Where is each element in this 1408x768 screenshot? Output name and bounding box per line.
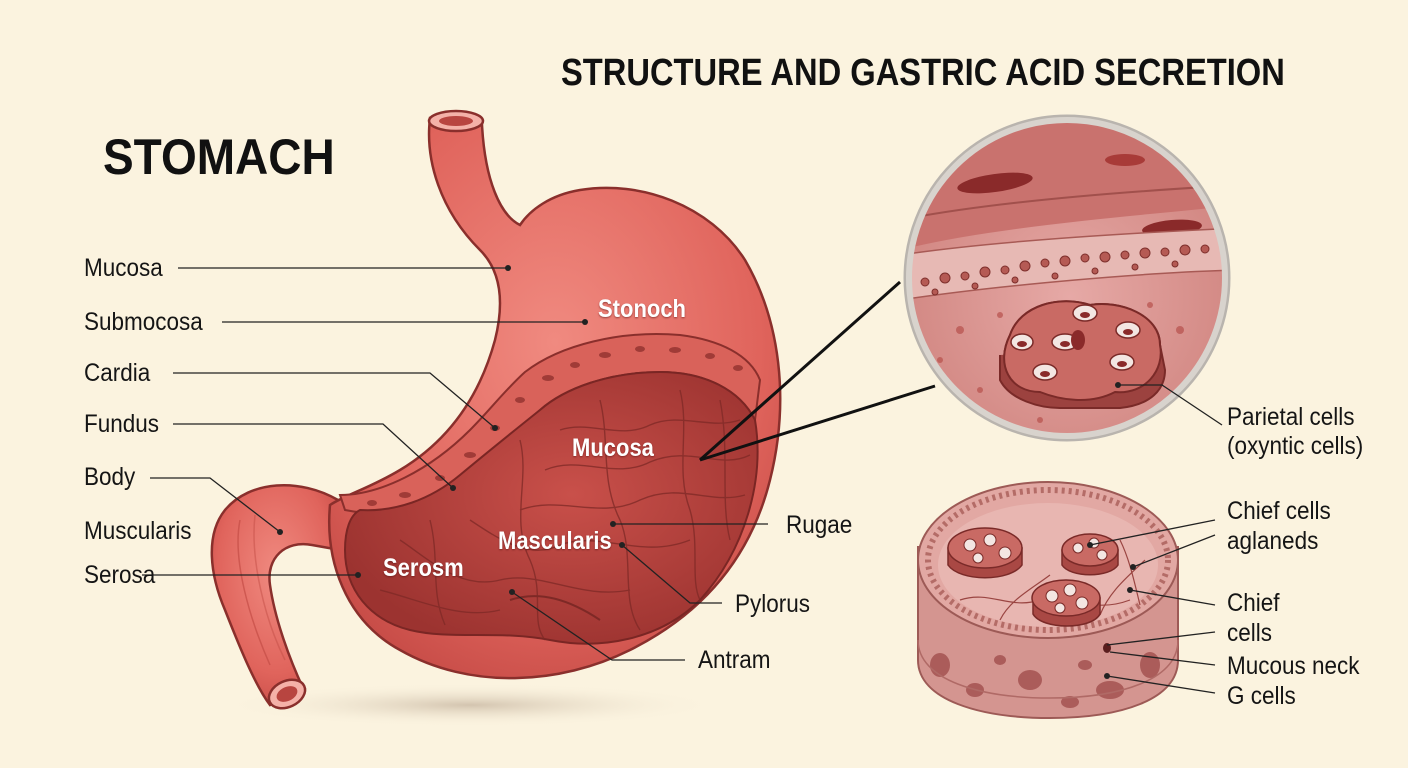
mucosa-cavity xyxy=(343,370,759,645)
label-rugae: Rugae xyxy=(786,511,853,539)
parietal-leader xyxy=(1118,384,1223,426)
label-cardia: Cardia xyxy=(84,359,151,387)
inner-label-serosm: Serosm xyxy=(383,554,464,582)
inner-label-mascularis: Mascularis xyxy=(498,527,612,555)
label-antram: Antram xyxy=(698,646,771,674)
cylinder-leaders xyxy=(1089,519,1216,694)
label-chief: Chief xyxy=(1227,589,1280,617)
page-subtitle: STRUCTURE AND GASTRIC ACID SECRETION xyxy=(561,52,1285,94)
label-fundus: Fundus xyxy=(84,410,160,438)
magnifier xyxy=(903,114,1231,442)
label-submocosa: Submocosa xyxy=(84,308,203,336)
label-oxyntic-cells: (oxyntic cells) xyxy=(1227,432,1364,460)
inner-label-stonoch: Stonoch xyxy=(598,295,686,323)
submucosa-cells xyxy=(367,346,743,506)
label-pylorus: Pylorus xyxy=(735,590,811,618)
label-muscularis: Muscularis xyxy=(84,517,192,545)
leader-lines xyxy=(142,267,768,661)
label-aglaneds: aglaneds xyxy=(1227,527,1319,555)
tissue-cylinder xyxy=(917,481,1179,720)
duodenum xyxy=(210,484,342,707)
floor-shadow xyxy=(220,683,720,727)
label-serosa: Serosa xyxy=(84,561,156,589)
label-chief-cells: Chief cells xyxy=(1227,497,1331,525)
label-body: Body xyxy=(84,463,136,491)
label-g-cells: G cells xyxy=(1227,682,1296,710)
label-parietal-cells: Parietal cells xyxy=(1227,403,1355,431)
stomach-organ xyxy=(210,109,782,710)
rugae-folds xyxy=(379,389,751,641)
label-mucous-neck: Mucous neck xyxy=(1227,652,1360,680)
label-mucosa: Mucosa xyxy=(84,254,163,282)
page-title: STOMACH xyxy=(103,129,335,185)
inner-label-mucosa: Mucosa xyxy=(572,434,654,462)
leader-dots xyxy=(277,265,625,595)
zoom-lines xyxy=(699,280,936,462)
label-cells: cells xyxy=(1227,619,1273,647)
